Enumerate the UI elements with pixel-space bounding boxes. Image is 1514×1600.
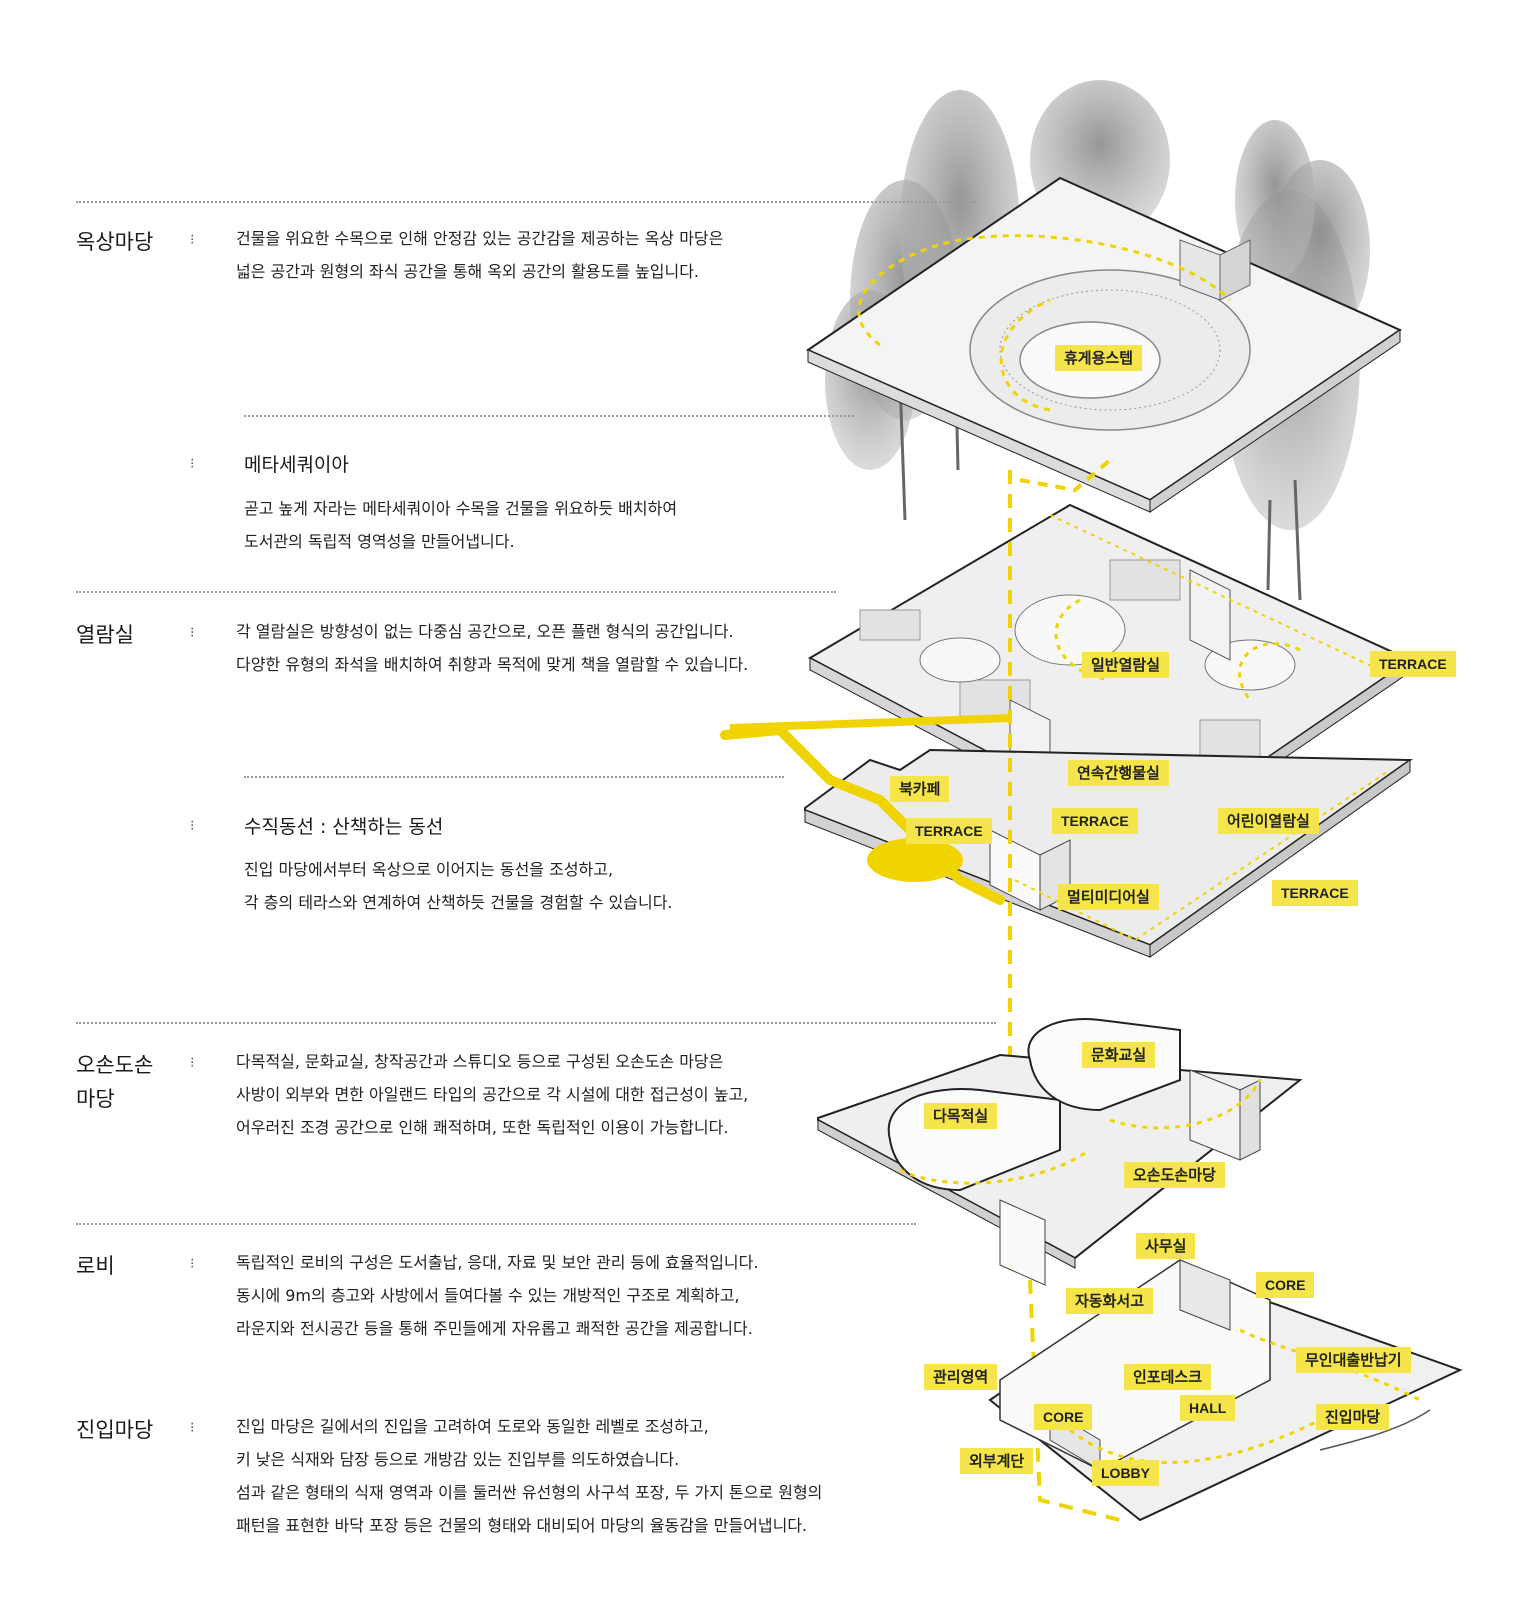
- lobby-floor-slab: [988, 1259, 1463, 1522]
- subheading-metasequoia: 메타세쿼이아: [244, 454, 349, 476]
- body-line: 섬과 같은 형태의 식재 영역과 이를 둘러싼 유선형의 사구석 포장, 두 가…: [236, 1483, 823, 1502]
- body-line: 패턴을 표현한 바닥 포장 등은 건물의 형태와 대비되어 마당의 율동감을 만…: [236, 1516, 808, 1535]
- heading-line: 오손도손: [76, 1053, 154, 1077]
- body-line: 건물을 위요한 수목으로 인해 안정감 있는 공간감을 제공하는 옥상 마당은: [236, 229, 724, 248]
- label-terrace: TERRACE: [1370, 651, 1456, 677]
- heading-line: 마당: [76, 1087, 115, 1111]
- label-kids-reading: 어린이열람실: [1218, 808, 1319, 834]
- label-lobby: LOBBY: [1092, 1460, 1159, 1486]
- section-heading-entry-yard: 진입마당: [76, 1418, 154, 1442]
- body-line: 곧고 높게 자라는 메타세쿼이아 수목을 건물을 위요하듯 배치하여: [244, 499, 678, 518]
- label-entry-yard: 진입마당: [1316, 1404, 1390, 1430]
- section-body-rooftop: 건물을 위요한 수목으로 인해 안정감 있는 공간감을 제공하는 옥상 마당은 …: [236, 222, 723, 288]
- label-terrace: TERRACE: [906, 818, 992, 844]
- section-body-metasequoia: 곧고 높게 자라는 메타세쿼이아 수목을 건물을 위요하듯 배치하여 도서관의 …: [244, 492, 677, 558]
- separator: [76, 591, 836, 593]
- body-line: 동시에 9m의 층고와 사방에서 들여다볼 수 있는 개방적인 구조로 계획하고…: [236, 1286, 740, 1305]
- section-heading-lobby: 로비: [76, 1254, 115, 1278]
- body-line: 라운지와 전시공간 등을 통해 주민들에게 자유롭고 쾌적한 공간을 제공합니다…: [236, 1319, 753, 1338]
- label-terrace: TERRACE: [1272, 880, 1358, 906]
- label-terrace: TERRACE: [1052, 808, 1138, 834]
- label-info-desk: 인포데스크: [1124, 1364, 1212, 1390]
- bullet-icon: ⁝: [190, 625, 195, 641]
- body-line: 도서관의 독립적 영역성을 만들어냅니다.: [244, 532, 515, 551]
- vertical-circulation-path: [720, 458, 1121, 1522]
- body-line: 각 열람실은 방향성이 없는 다중심 공간으로, 오픈 플랜 형식의 공간입니다…: [236, 622, 734, 641]
- section-heading-rooftop: 옥상마당: [76, 230, 154, 254]
- bullet-icon: ⁝: [190, 232, 195, 248]
- label-office: 사무실: [1136, 1233, 1196, 1259]
- label-serial-room: 연속간행물실: [1068, 760, 1169, 786]
- bullet-icon: ⁝: [190, 818, 195, 834]
- separator: [244, 776, 784, 778]
- label-management-area: 관리영역: [924, 1364, 998, 1390]
- section-body-osondoson: 다목적실, 문화교실, 창작공간과 스튜디오 등으로 구성된 오손도손 마당은 …: [236, 1045, 748, 1144]
- bullet-icon: ⁝: [190, 1420, 195, 1436]
- separator: [76, 1223, 916, 1225]
- section-body-entry-yard: 진입 마당은 길에서의 진입을 고려하여 도로와 동일한 레벨로 조성하고, 키…: [236, 1410, 822, 1542]
- osondoson-floor-slab: [817, 1018, 1303, 1286]
- separator: [244, 415, 854, 417]
- body-line: 다양한 유형의 좌석을 배치하여 취향과 목적에 맞게 책을 열람할 수 있습니…: [236, 655, 749, 674]
- body-line: 넓은 공간과 원형의 좌식 공간을 통해 옥외 공간의 활용도를 높입니다.: [236, 262, 700, 281]
- body-line: 진입 마당은 길에서의 진입을 고려하여 도로와 동일한 레벨로 조성하고,: [236, 1417, 709, 1436]
- body-line: 어우러진 조경 공간으로 인해 쾌적하며, 또한 독립적인 이용이 가능합니다.: [236, 1118, 729, 1137]
- body-line: 각 층의 테라스와 연계하여 산책하듯 건물을 경험할 수 있습니다.: [244, 893, 673, 912]
- section-heading-reading-room: 열람실: [76, 623, 134, 647]
- section-body-reading-room: 각 열람실은 방향성이 없는 다중심 공간으로, 오픈 플랜 형식의 공간입니다…: [236, 615, 748, 681]
- bullet-icon: ⁝: [190, 1055, 195, 1071]
- label-culture-class: 문화교실: [1082, 1042, 1156, 1068]
- separator: [76, 201, 976, 203]
- bullet-icon: ⁝: [190, 1256, 195, 1272]
- label-hall: HALL: [1180, 1395, 1236, 1421]
- body-line: 다목적실, 문화교실, 창작공간과 스튜디오 등으로 구성된 오손도손 마당은: [236, 1052, 724, 1071]
- body-line: 진입 마당에서부터 옥상으로 이어지는 동선을 조성하고,: [244, 860, 614, 879]
- label-external-stairs: 외부계단: [960, 1448, 1034, 1474]
- label-multimedia: 멀티미디어실: [1058, 884, 1159, 910]
- label-general-reading: 일반열람실: [1082, 652, 1170, 678]
- label-multipurpose: 다목적실: [924, 1103, 998, 1129]
- separator: [76, 1022, 996, 1024]
- section-heading-osondoson: 오손도손 마당: [76, 1048, 153, 1116]
- label-core: CORE: [1034, 1404, 1093, 1430]
- label-book-cafe: 북카페: [890, 776, 950, 802]
- label-osondoson-yard: 오손도손마당: [1124, 1162, 1225, 1188]
- label-rest-step: 휴게용스텝: [1055, 345, 1143, 371]
- label-core: CORE: [1256, 1272, 1315, 1298]
- bullet-icon: ⁝: [190, 456, 195, 472]
- body-line: 사방이 외부와 면한 아일랜드 타입의 공간으로 각 시설에 대한 접근성이 높…: [236, 1085, 749, 1104]
- section-body-lobby: 독립적인 로비의 구성은 도서출납, 응대, 자료 및 보안 관리 등에 효율적…: [236, 1246, 758, 1345]
- label-auto-library: 자동화서고: [1066, 1288, 1154, 1314]
- label-unmanned-return: 무인대출반납기: [1296, 1347, 1411, 1373]
- section-body-vertical-circulation: 진입 마당에서부터 옥상으로 이어지는 동선을 조성하고, 각 층의 테라스와 …: [244, 853, 673, 919]
- body-line: 키 낮은 식재와 담장 등으로 개방감 있는 진입부를 의도하였습니다.: [236, 1450, 680, 1469]
- subheading-vertical-circulation: 수직동선 : 산책하는 동선: [244, 816, 444, 838]
- body-line: 독립적인 로비의 구성은 도서출납, 응대, 자료 및 보안 관리 등에 효율적…: [236, 1253, 759, 1272]
